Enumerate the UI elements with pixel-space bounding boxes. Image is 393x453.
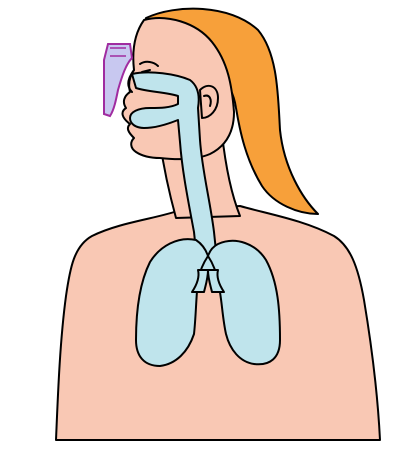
torso [56, 206, 380, 440]
